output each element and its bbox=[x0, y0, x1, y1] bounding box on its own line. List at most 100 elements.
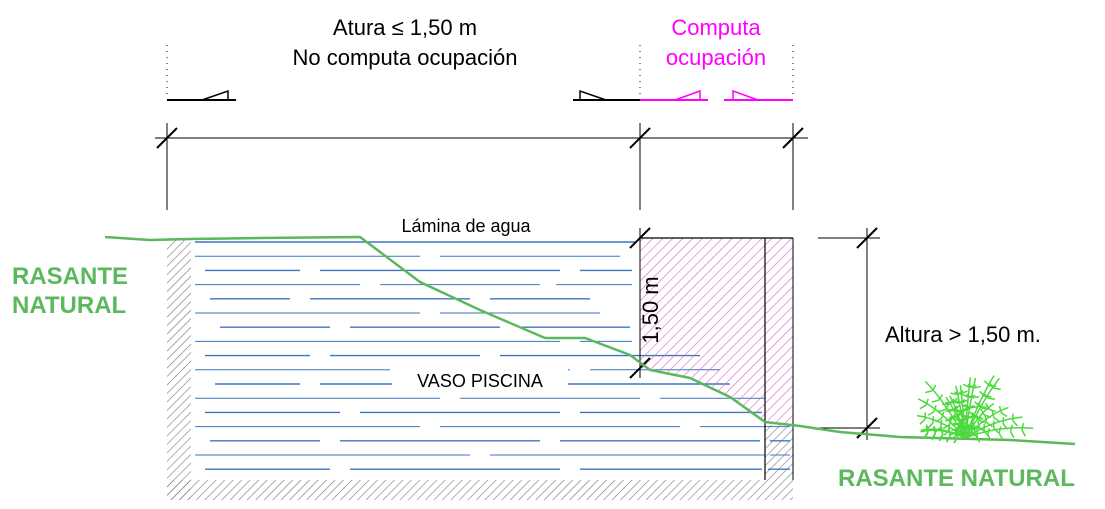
shrub-leaf bbox=[987, 434, 992, 442]
shrub-leaf bbox=[944, 418, 952, 422]
shrub-leaf bbox=[993, 417, 1001, 423]
label-computa-line1: Computa bbox=[671, 15, 761, 40]
shrub-leaf bbox=[971, 395, 980, 399]
shrub-leaf bbox=[927, 422, 934, 429]
shrub-leaf bbox=[991, 410, 995, 418]
shrub-leaf bbox=[960, 413, 968, 419]
shrub-leaf bbox=[982, 407, 990, 410]
shrub-leaf bbox=[966, 415, 974, 419]
shrub-leaf bbox=[954, 404, 961, 411]
shrub-leaf bbox=[951, 401, 960, 404]
shrub-leaf bbox=[979, 390, 985, 397]
shrub-leaf bbox=[977, 420, 981, 429]
shrub-leaf bbox=[919, 404, 927, 410]
shrub-leaf bbox=[987, 397, 996, 400]
shrub-leaf bbox=[950, 392, 958, 396]
natural-terrain-line bbox=[104, 235, 1076, 446]
shrub-leaf bbox=[953, 436, 959, 444]
shrub-leaf bbox=[1021, 429, 1027, 437]
shrub-leaf bbox=[969, 384, 977, 389]
shrub-leaf bbox=[988, 408, 996, 413]
section-marker-computa bbox=[640, 89, 793, 101]
label-depth: 1,50 m bbox=[638, 276, 663, 343]
computa-occupancy-zone bbox=[640, 238, 793, 425]
label-no-computa-line2: No computa ocupación bbox=[292, 45, 517, 70]
shrub-leaf bbox=[962, 383, 970, 389]
pool-wall-left bbox=[167, 238, 191, 500]
shrub-leaf bbox=[925, 398, 930, 406]
shrub-leaf bbox=[967, 404, 975, 409]
shrub-leaf bbox=[951, 427, 959, 431]
shrub-leaf bbox=[932, 426, 937, 434]
shrub-leaf bbox=[998, 432, 1004, 440]
shrub-leaf bbox=[923, 432, 929, 440]
shrub-leaf bbox=[984, 415, 988, 423]
shrub-frond bbox=[964, 406, 1009, 439]
label-terrain-right: RASANTE NATURAL bbox=[838, 465, 1075, 492]
shrub-leaf bbox=[970, 420, 976, 427]
shrub-leaf bbox=[970, 405, 978, 409]
pool-floor bbox=[167, 480, 793, 500]
shrub-leaf bbox=[976, 417, 984, 420]
label-terrain-left-line2: NATURAL bbox=[12, 292, 126, 319]
shrub-leaf bbox=[933, 404, 937, 413]
shrub-leaf bbox=[977, 402, 983, 409]
shrub-leaf bbox=[931, 384, 937, 392]
shrub-icon bbox=[916, 375, 1034, 444]
shrub-leaf bbox=[938, 434, 944, 442]
shrub-leaf bbox=[947, 428, 951, 437]
shrub-leaf bbox=[940, 427, 944, 436]
label-height: Altura > 1,50 m. bbox=[885, 322, 1041, 347]
shrub-leaf bbox=[998, 405, 1002, 413]
shrub-leaf bbox=[942, 424, 950, 429]
dotted-guides bbox=[166, 45, 794, 95]
width-dimension bbox=[155, 123, 808, 210]
shrub-leaf bbox=[985, 402, 990, 410]
shrub-leaf bbox=[931, 433, 936, 441]
shrub-leaf bbox=[948, 398, 955, 405]
shrub-frond bbox=[945, 396, 966, 439]
shrub-leaf bbox=[956, 390, 964, 396]
shrub-leaf bbox=[988, 382, 995, 389]
shrub-leaf bbox=[1021, 423, 1025, 431]
shrub-frond bbox=[917, 398, 966, 439]
shrub-leaf bbox=[974, 401, 981, 408]
shrub-leaf bbox=[960, 407, 967, 413]
section-marker-middle bbox=[573, 89, 640, 101]
shrub-leaf bbox=[931, 399, 939, 403]
shrub-leaf bbox=[1000, 412, 1008, 418]
shrub-leaf bbox=[940, 411, 945, 419]
shrub-leaf bbox=[975, 436, 981, 443]
shrub-leaf bbox=[961, 425, 968, 432]
label-water-surface: Lámina de agua bbox=[401, 216, 531, 236]
shrub-leaf bbox=[938, 409, 946, 413]
shrub-leaf bbox=[973, 385, 981, 389]
shrub-leaf bbox=[983, 392, 989, 399]
shrub-leaf bbox=[1009, 431, 1015, 439]
shrub-leaf bbox=[954, 412, 961, 419]
shrub-leaf bbox=[965, 422, 972, 429]
shrub-frond bbox=[920, 429, 966, 439]
shrub-leaf bbox=[983, 380, 990, 387]
shrub-leaf bbox=[961, 393, 969, 399]
shrub-leaf bbox=[927, 411, 935, 416]
label-pool: VASO PISCINA bbox=[417, 371, 543, 391]
shrub-leaf bbox=[961, 399, 969, 404]
shrub-leaf bbox=[968, 394, 976, 399]
shrub-leaf bbox=[958, 418, 965, 425]
shrub-frond bbox=[964, 377, 972, 439]
shrub-leaf bbox=[925, 425, 929, 433]
shrub-leaf bbox=[960, 390, 968, 395]
shrub-leaf bbox=[925, 390, 933, 394]
shrub-leaf bbox=[987, 427, 991, 435]
shrub-leaf bbox=[998, 426, 1002, 434]
shrub-frond bbox=[964, 427, 1034, 439]
shrub-leaf bbox=[951, 433, 958, 440]
shrub-frond bbox=[955, 385, 966, 439]
shrub-leaf bbox=[975, 429, 979, 437]
pool-wall-right-buried bbox=[765, 425, 793, 480]
shrub-leaf bbox=[935, 417, 942, 423]
shrub-leaf bbox=[980, 408, 985, 416]
shrub-leaf bbox=[919, 418, 926, 425]
